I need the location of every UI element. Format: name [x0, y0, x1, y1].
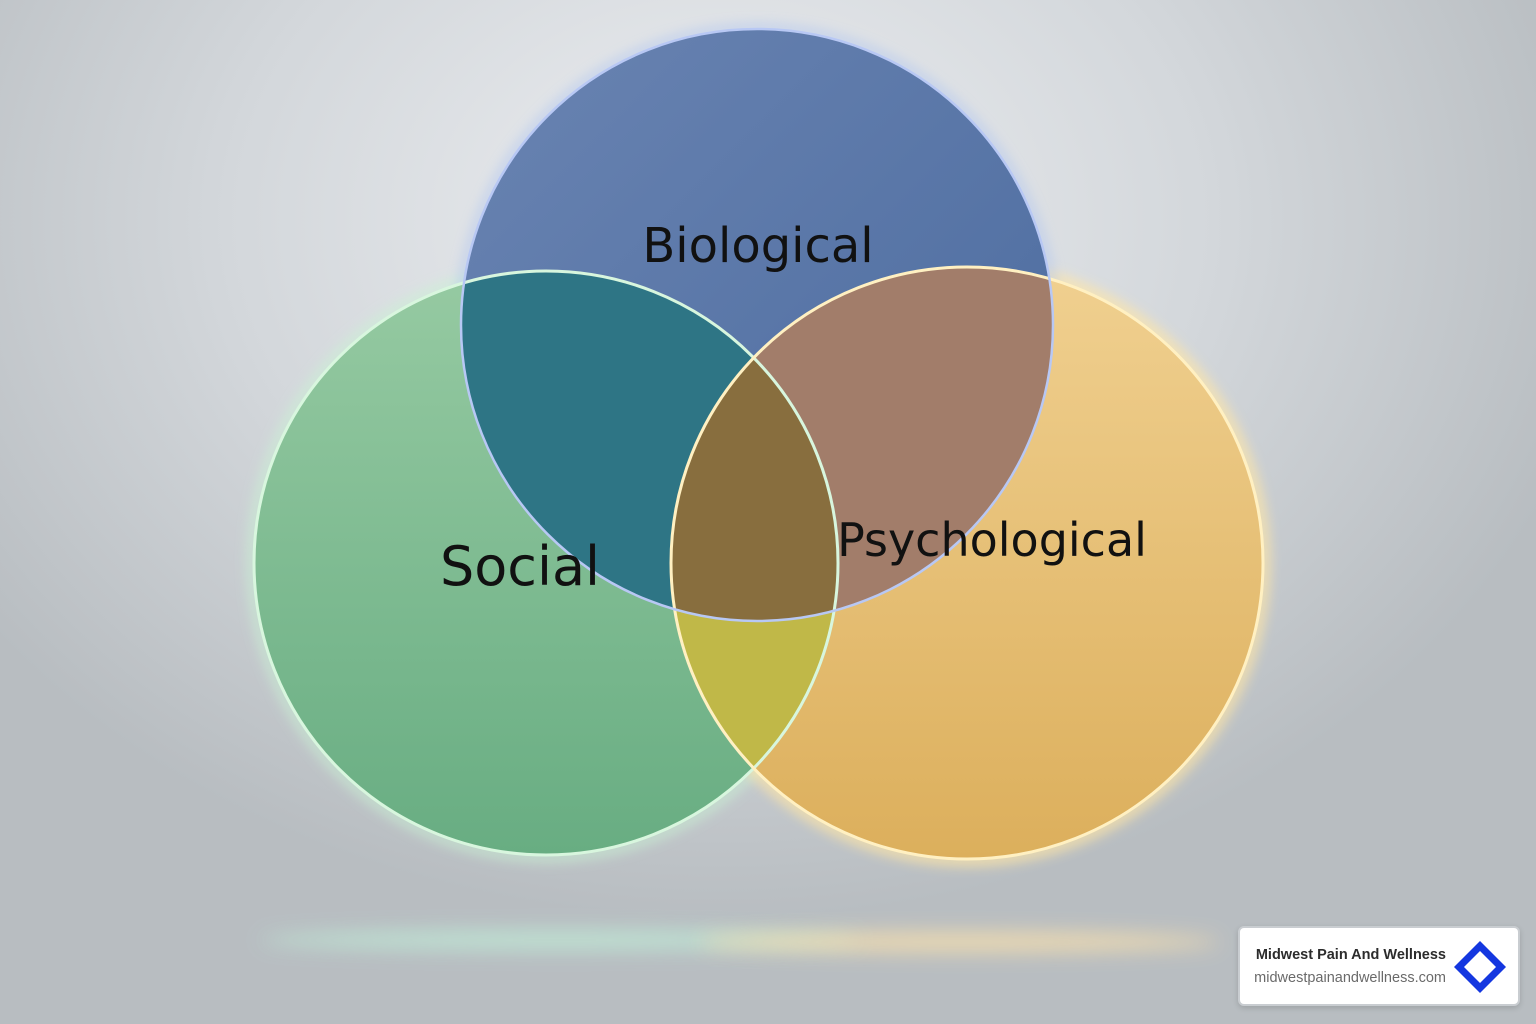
psychological-label: Psychological	[837, 513, 1147, 567]
psychological-outline	[669, 265, 1265, 861]
floor-glow-green	[260, 930, 860, 950]
brand-name: Midwest Pain And Wellness	[1255, 947, 1446, 963]
floor-glow-yellow	[700, 932, 1220, 952]
biological-label: Biological	[642, 218, 873, 274]
social-label: Social	[440, 535, 600, 598]
social-outline	[252, 269, 840, 857]
brand-card[interactable]: Midwest Pain And Wellness midwestpainand…	[1238, 926, 1520, 1006]
diamond-logo-icon	[1454, 941, 1506, 993]
biological-outline	[459, 27, 1055, 623]
brand-url: midwestpainandwellness.com	[1254, 970, 1446, 986]
